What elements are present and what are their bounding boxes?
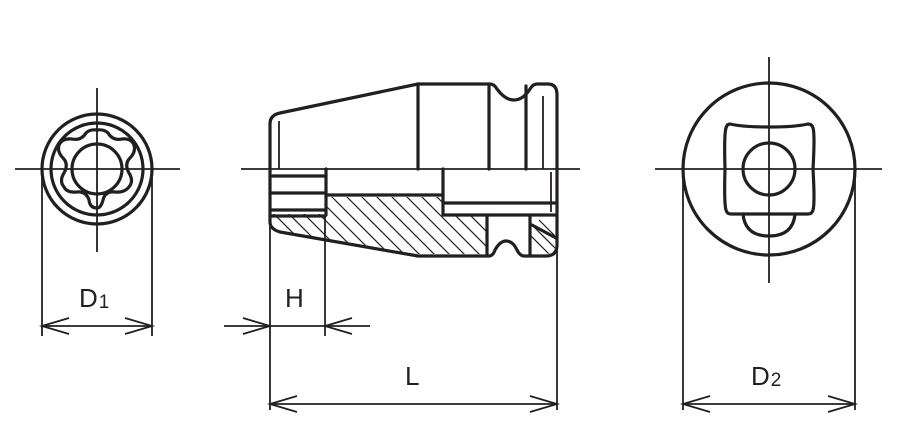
- d2-label-letter: D: [751, 361, 770, 391]
- front-view-lobe-profile: [56, 128, 137, 210]
- front-view: [15, 88, 180, 336]
- h-arrow-left: [242, 317, 274, 335]
- l-label: L: [405, 363, 419, 389]
- rear-view-pin-circle: [741, 141, 797, 197]
- rear-view: [655, 57, 882, 413]
- d1-arrow-right: [124, 317, 156, 335]
- d2-arrow-right: [827, 395, 859, 413]
- rear-view-outer-circle: [681, 81, 857, 257]
- side-view-outer-lower: [268, 167, 559, 258]
- rear-view-pin-hole: [741, 212, 797, 238]
- d1-label: D1: [79, 283, 110, 313]
- l-arrow-right: [529, 395, 561, 413]
- d1-label-subscript: 1: [98, 292, 110, 313]
- front-view-bore-circle: [70, 142, 124, 196]
- side-view-end-chamfer: [530, 223, 558, 240]
- side-section-view: [224, 82, 580, 413]
- l-arrow-left: [266, 395, 298, 413]
- d2-label-subscript: 2: [770, 370, 782, 391]
- h-arrow-right: [321, 317, 353, 335]
- side-view-outer-upper: [268, 82, 559, 171]
- h-label-letter: H: [285, 283, 304, 313]
- d2-label: D2: [751, 361, 782, 391]
- section-hatching-end: [530, 219, 555, 254]
- d1-arrow-left: [38, 317, 70, 335]
- front-view-chamfer-circle: [49, 121, 145, 217]
- l-label-letter: L: [405, 361, 420, 391]
- d2-arrow-left: [679, 395, 711, 413]
- h-label: H: [285, 285, 304, 311]
- d1-label-letter: D: [79, 283, 98, 313]
- rear-view-square-drive: [723, 122, 816, 216]
